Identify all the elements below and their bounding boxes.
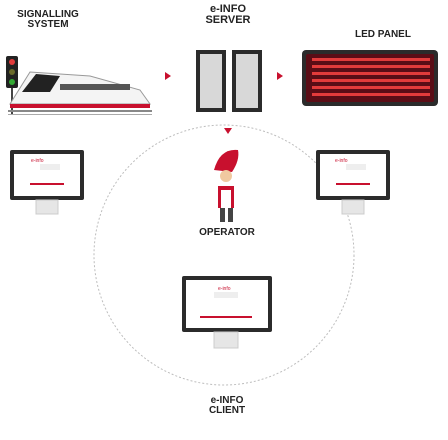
label-einfo-server: e-INFO SERVER: [190, 4, 266, 26]
label-server-line1: e-INFO: [209, 3, 247, 15]
label-led-panel: LED PANEL: [328, 30, 438, 40]
label-signalling-line2: SYSTEM: [27, 19, 69, 30]
arrow-down-icon: [224, 128, 232, 134]
label-signalling-system: SIGNALLING SYSTEM: [8, 10, 88, 30]
led-display-icon: [302, 50, 438, 106]
screen-logo-text: e-info: [218, 286, 231, 292]
monitor-icon: [10, 150, 84, 215]
network-ring: [93, 124, 355, 386]
operator-person-icon: [214, 149, 239, 222]
label-led-panel-text: LED PANEL: [355, 29, 411, 40]
server-tower-icon: [196, 50, 262, 112]
train-icon: [8, 71, 152, 115]
label-client-line1: e-INFO: [210, 395, 244, 406]
label-signalling-line1: SIGNALLING: [17, 9, 79, 20]
label-einfo-client: e-INFO CLIENT: [186, 396, 268, 416]
label-operator-text: OPERATOR: [199, 227, 255, 238]
arrow-right-icon: [277, 72, 283, 80]
label-operator: OPERATOR: [186, 228, 268, 238]
monitor-icon: [316, 150, 390, 215]
arrow-right-icon: [165, 72, 171, 80]
screen-logo-text: e-info: [335, 158, 348, 164]
label-client-line2: CLIENT: [208, 405, 246, 416]
monitor-icon: [182, 276, 272, 349]
label-server-line2: SERVER: [205, 14, 251, 26]
screen-logo-text: e-info: [31, 158, 44, 164]
